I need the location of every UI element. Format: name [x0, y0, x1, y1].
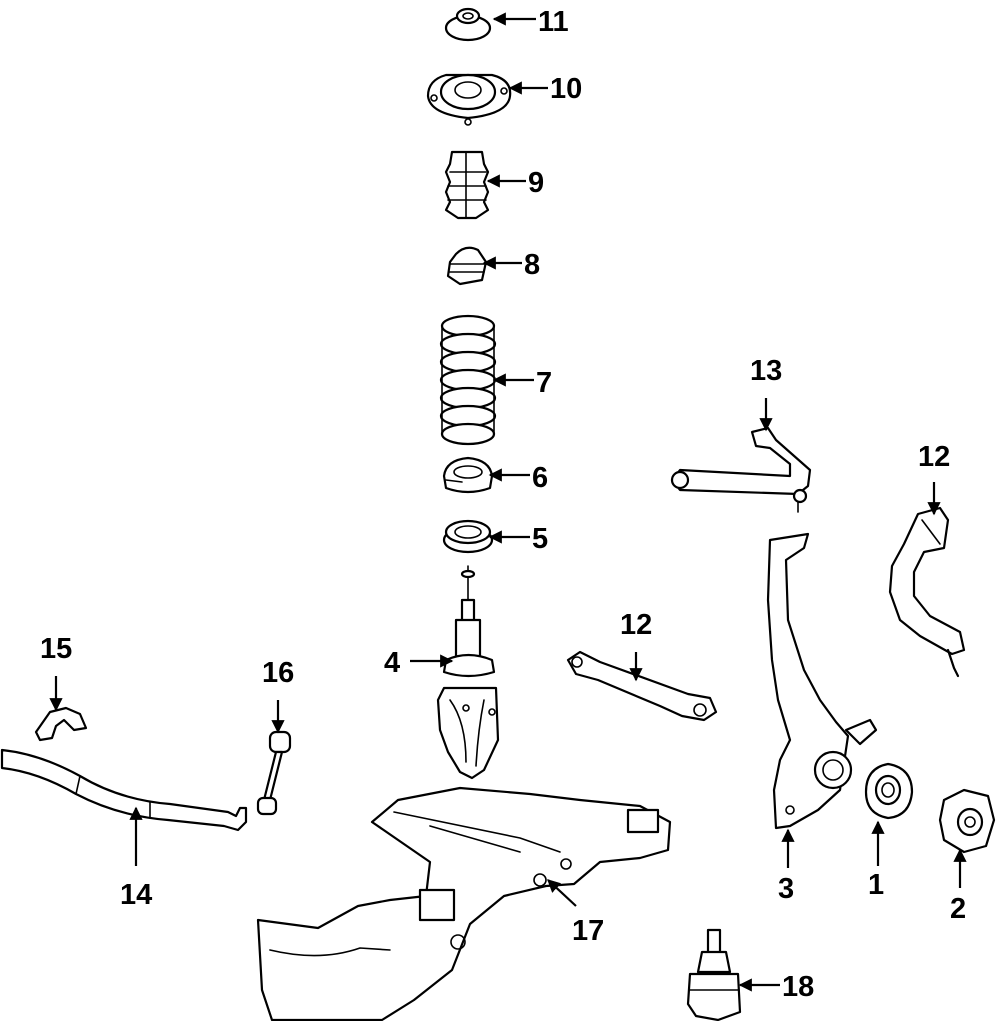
wheel-hub-flange [938, 788, 996, 854]
callout-4: 4 [384, 647, 400, 679]
callout-13: 13 [750, 355, 782, 387]
steering-knuckle [766, 532, 878, 830]
callout-8: 8 [524, 249, 540, 281]
callout-3: 3 [778, 873, 794, 905]
leader-17 [547, 879, 577, 907]
lower-spring-insulator [442, 519, 494, 554]
stabilizer-link [256, 730, 292, 816]
upper-strut-mount [426, 73, 512, 126]
coil-spring [439, 314, 497, 446]
callout-12-right: 12 [918, 441, 950, 473]
callout-9: 9 [528, 167, 544, 199]
callout-15: 15 [40, 633, 72, 665]
control-arm-right [888, 506, 966, 678]
callout-18: 18 [782, 971, 814, 1003]
callout-12-middle: 12 [620, 609, 652, 641]
callout-11: 11 [538, 6, 569, 38]
strut-mount-cap [444, 7, 492, 42]
stabilizer-bar [0, 748, 248, 832]
strut-dust-boot [444, 150, 490, 220]
callout-7: 7 [536, 367, 552, 399]
callout-14: 14 [120, 879, 152, 911]
control-arm-middle [566, 650, 718, 722]
callout-6: 6 [532, 462, 548, 494]
front-crossmember [256, 786, 672, 1022]
wheel-hub-bearing [864, 762, 914, 820]
callout-5: 5 [532, 523, 548, 555]
callout-10: 10 [550, 73, 582, 105]
callout-2: 2 [950, 893, 966, 925]
strut-assembly [436, 565, 500, 780]
stabilizer-bushing [34, 706, 88, 742]
bump-stop [446, 246, 488, 286]
upper-spring-seat [442, 456, 494, 494]
ball-joint [686, 928, 742, 1022]
upper-control-arm [670, 426, 812, 513]
callout-16: 16 [262, 657, 294, 689]
callout-17: 17 [572, 915, 604, 947]
callout-1: 1 [868, 869, 884, 901]
